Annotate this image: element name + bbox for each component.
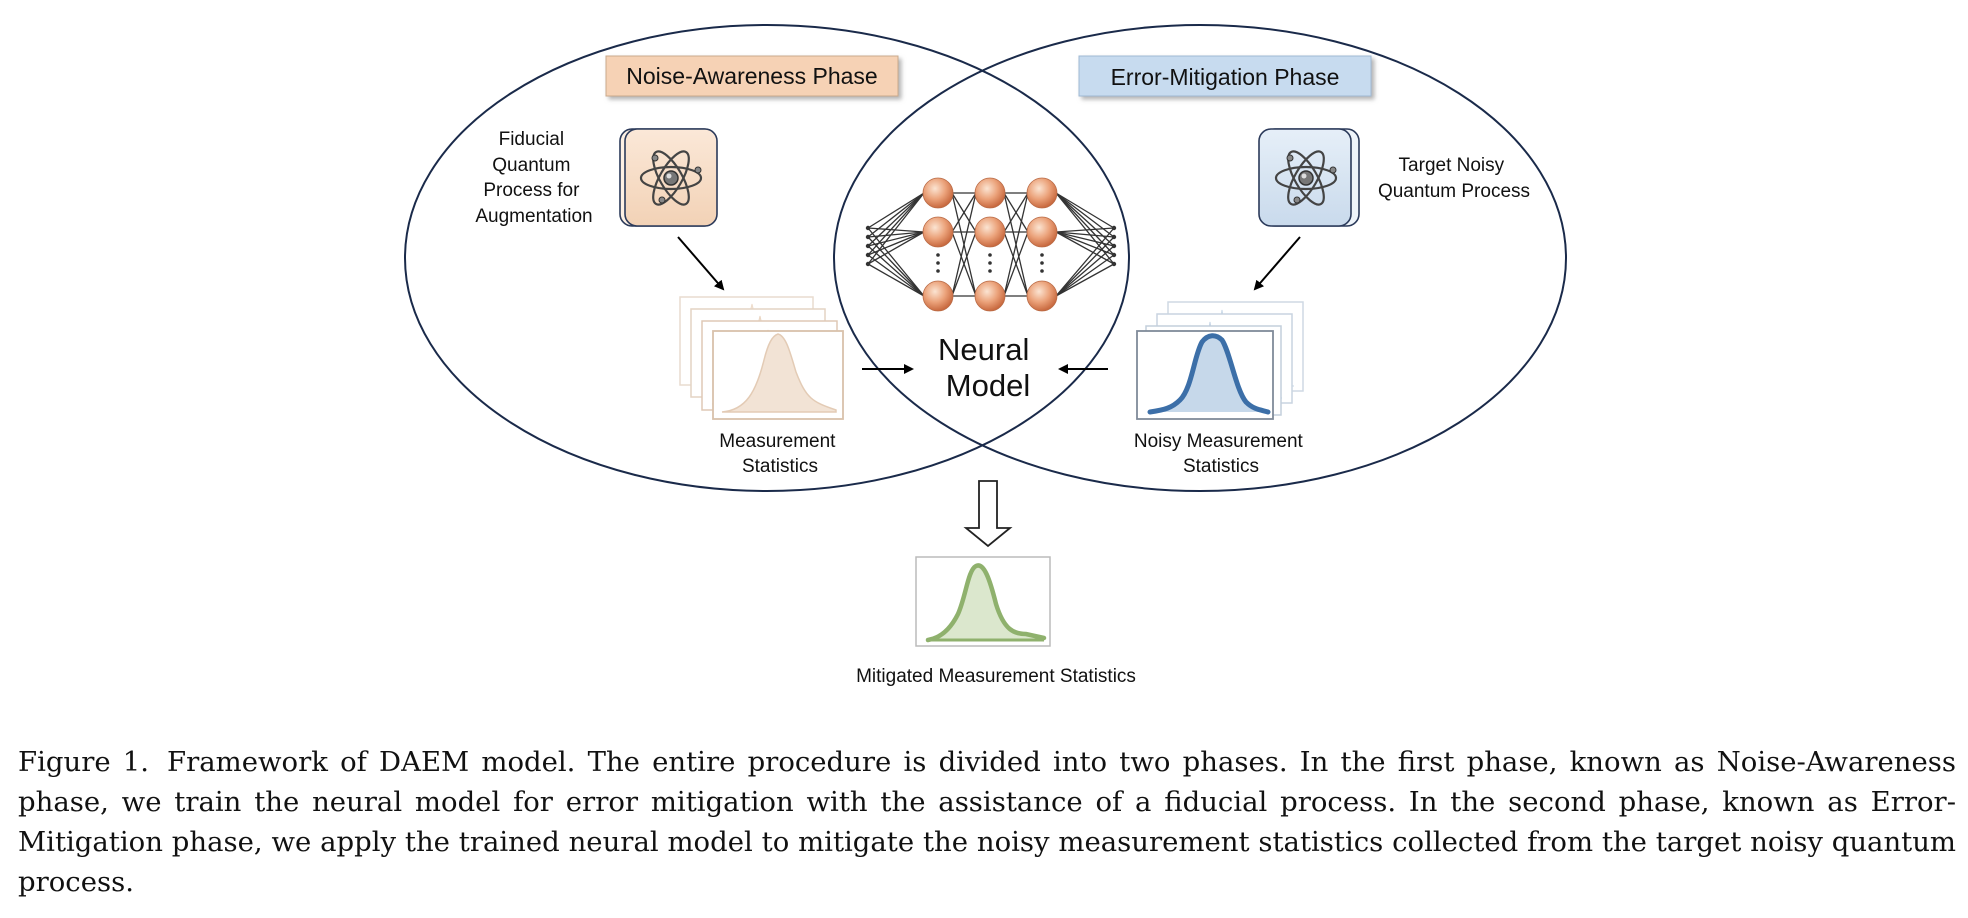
neuron-node — [922, 177, 954, 209]
nn-io-dot — [865, 252, 871, 258]
ellipsis-dot — [1040, 261, 1044, 265]
nn-io-dot — [1111, 225, 1117, 231]
figure-caption: Figure 1.Framework of DAEM model. The en… — [18, 742, 1956, 902]
ellipsis-dot — [936, 261, 940, 265]
error-mitigation-phase-label — [1078, 55, 1372, 97]
neuron-node — [974, 216, 1006, 248]
ellipsis-dot — [936, 269, 940, 273]
measurement-statistics-label: Measurement Statistics — [719, 431, 840, 477]
atom-icon — [1258, 128, 1360, 227]
nn-io-dot — [1111, 243, 1117, 249]
distribution-plot-icon — [1136, 301, 1304, 420]
neural-network-icon — [865, 177, 1117, 312]
neuron-node — [922, 216, 954, 248]
noise-awareness-phase-text: Noise-Awareness Phase — [626, 63, 877, 89]
mitigated-statistics-label: Mitigated Measurement Statistics — [856, 666, 1136, 687]
neuron-node — [922, 280, 954, 312]
ellipsis-dot — [988, 269, 992, 273]
nn-io-dot — [1111, 234, 1117, 240]
noise-awareness-phase-ellipse — [404, 24, 1130, 492]
nn-io-dot — [865, 243, 871, 249]
target-process-label: Target Noisy Quantum Process — [1378, 155, 1530, 202]
neuron-node — [974, 280, 1006, 312]
ellipsis-dot — [1040, 269, 1044, 273]
neuron-node — [1026, 216, 1058, 248]
nn-io-dot — [1111, 261, 1117, 267]
distribution-plot-icon — [915, 556, 1051, 647]
atom-icon — [619, 128, 718, 227]
nn-io-dot — [865, 225, 871, 231]
nn-io-dot — [1111, 252, 1117, 258]
error-mitigation-phase-text: Error-Mitigation Phase — [1111, 64, 1340, 90]
ellipsis-dot — [988, 253, 992, 257]
down-arrow-icon — [963, 480, 1013, 548]
fiducial-process-label: Fiducial Quantum Process for Augmentatio… — [475, 129, 592, 227]
caption-text: Framework of DAEM model. The entire proc… — [18, 746, 1956, 898]
ellipsis-dot — [936, 253, 940, 257]
ellipsis-dot — [988, 261, 992, 265]
neural-model-label: Neural Model — [938, 332, 1038, 403]
distribution-plot-icon — [679, 296, 844, 420]
neuron-node — [974, 177, 1006, 209]
target-to-stats-arrow — [1253, 236, 1301, 291]
daem-framework-diagram: Noise-Awareness Phase Error-Mitigation P… — [404, 24, 1567, 687]
fiducial-to-stats-arrow — [677, 236, 725, 291]
error-mitigation-phase-ellipse — [833, 24, 1567, 492]
neuron-node — [1026, 177, 1058, 209]
ellipsis-dot — [1040, 253, 1044, 257]
neuron-node — [1026, 280, 1058, 312]
noise-awareness-phase-label — [605, 55, 899, 97]
caption-label: Figure 1. — [18, 746, 150, 778]
noisy-measurement-statistics-label: Noisy Measurement Statistics — [1134, 431, 1308, 477]
nn-io-dot — [865, 234, 871, 240]
nn-io-dot — [865, 261, 871, 267]
